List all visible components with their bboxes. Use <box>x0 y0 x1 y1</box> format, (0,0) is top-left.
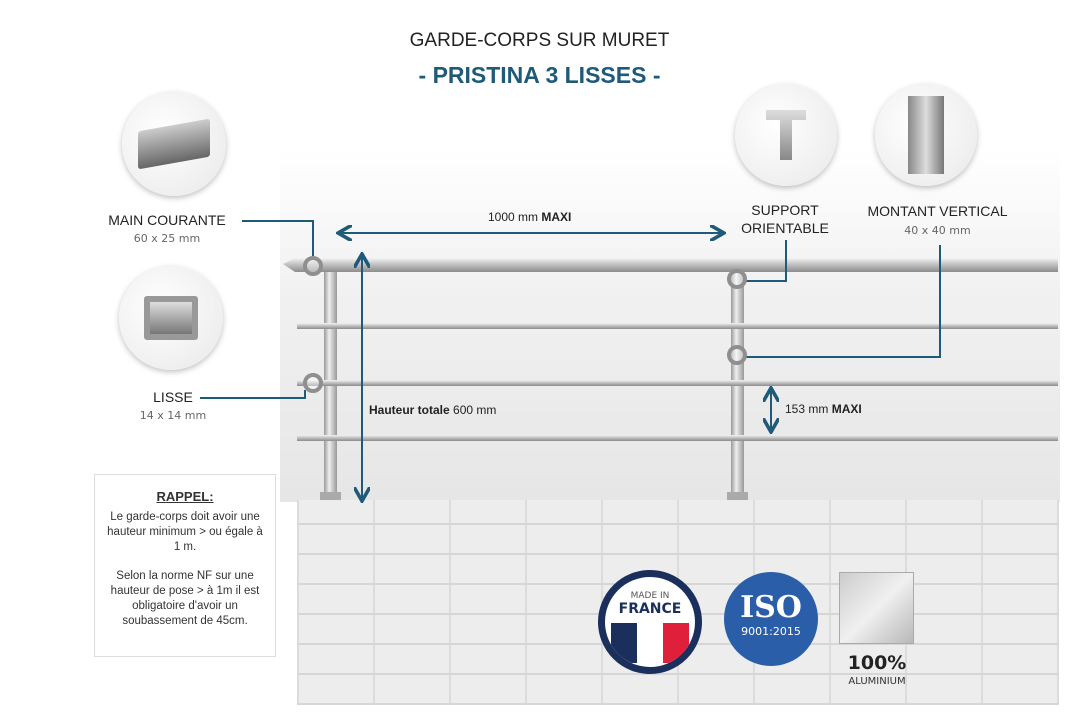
highlight-lisse <box>303 373 323 393</box>
main-courante-size: 60 x 25 mm <box>133 232 201 245</box>
diagram-title: GARDE-CORPS SUR MURET <box>409 30 670 51</box>
iso-badge-sub: 9001:2015 <box>741 625 801 638</box>
iso-badge-main: ISO <box>740 590 802 625</box>
france-badge-main: FRANCE <box>618 601 682 617</box>
note-title: RAPPEL: <box>156 489 214 504</box>
highlight-montant <box>727 345 747 365</box>
height-label: Hauteur totale <box>369 403 450 417</box>
aluminium-percent: 100% <box>847 652 907 674</box>
leader-support <box>746 240 787 282</box>
highlight-support <box>727 269 747 289</box>
highlight-handrail <box>303 256 323 276</box>
made-in-france-badge: MADE IN FRANCE <box>598 570 702 674</box>
height-value: 600 mm <box>453 403 497 417</box>
note-paragraph-2: Selon la norme NF sur une hauteur de pos… <box>110 570 260 627</box>
height-dimension: Hauteur totale 600 mm <box>369 403 496 417</box>
lisse-profile-image <box>119 266 223 370</box>
main-courante-profile-image <box>122 92 226 196</box>
support-label-line2: ORIENTABLE <box>741 220 829 236</box>
handrail <box>283 258 1058 272</box>
lisse-3 <box>297 435 1058 441</box>
support-label-line1: SUPPORT <box>751 202 819 218</box>
french-flag-icon <box>611 623 689 663</box>
spacing-dimension: 1000 mm MAXI <box>488 210 571 224</box>
leader-lisse <box>200 390 306 399</box>
lisse-1 <box>297 323 1058 329</box>
spacing-value: 1000 mm <box>488 210 539 224</box>
lisse-size: 14 x 14 mm <box>139 409 207 422</box>
lisse-2 <box>297 380 1058 386</box>
gap-value: 153 mm <box>785 402 829 416</box>
gap-dimension: 153 mm MAXI <box>785 402 862 416</box>
brick-wall <box>297 500 1059 705</box>
iso-badge: ISO 9001:2015 <box>724 572 818 666</box>
reminder-note: RAPPEL: Le garde-corps doit avoir une ha… <box>94 474 276 657</box>
note-paragraph-1: Le garde-corps doit avoir une hauteur mi… <box>107 511 263 553</box>
aluminium-label: ALUMINIUM <box>848 676 906 687</box>
leader-montant <box>746 245 941 358</box>
diagram-subtitle: - PRISTINA 3 LISSES - <box>418 62 661 88</box>
main-courante-label: MAIN COURANTE <box>108 212 226 228</box>
spacing-suffix: MAXI <box>541 210 572 224</box>
support-orientable-image <box>735 84 837 186</box>
post-base-right <box>727 492 748 500</box>
lisse-label: LISSE <box>153 389 193 405</box>
leader-main-courante <box>242 220 314 256</box>
montant-label: MONTANT VERTICAL <box>867 203 1008 219</box>
france-badge-top: MADE IN <box>630 591 670 601</box>
montant-vertical-image <box>875 84 977 186</box>
gap-suffix: MAXI <box>831 402 862 416</box>
aluminium-swatch <box>839 572 914 644</box>
post-base-left <box>320 492 341 500</box>
montant-size: 40 x 40 mm <box>904 224 971 237</box>
